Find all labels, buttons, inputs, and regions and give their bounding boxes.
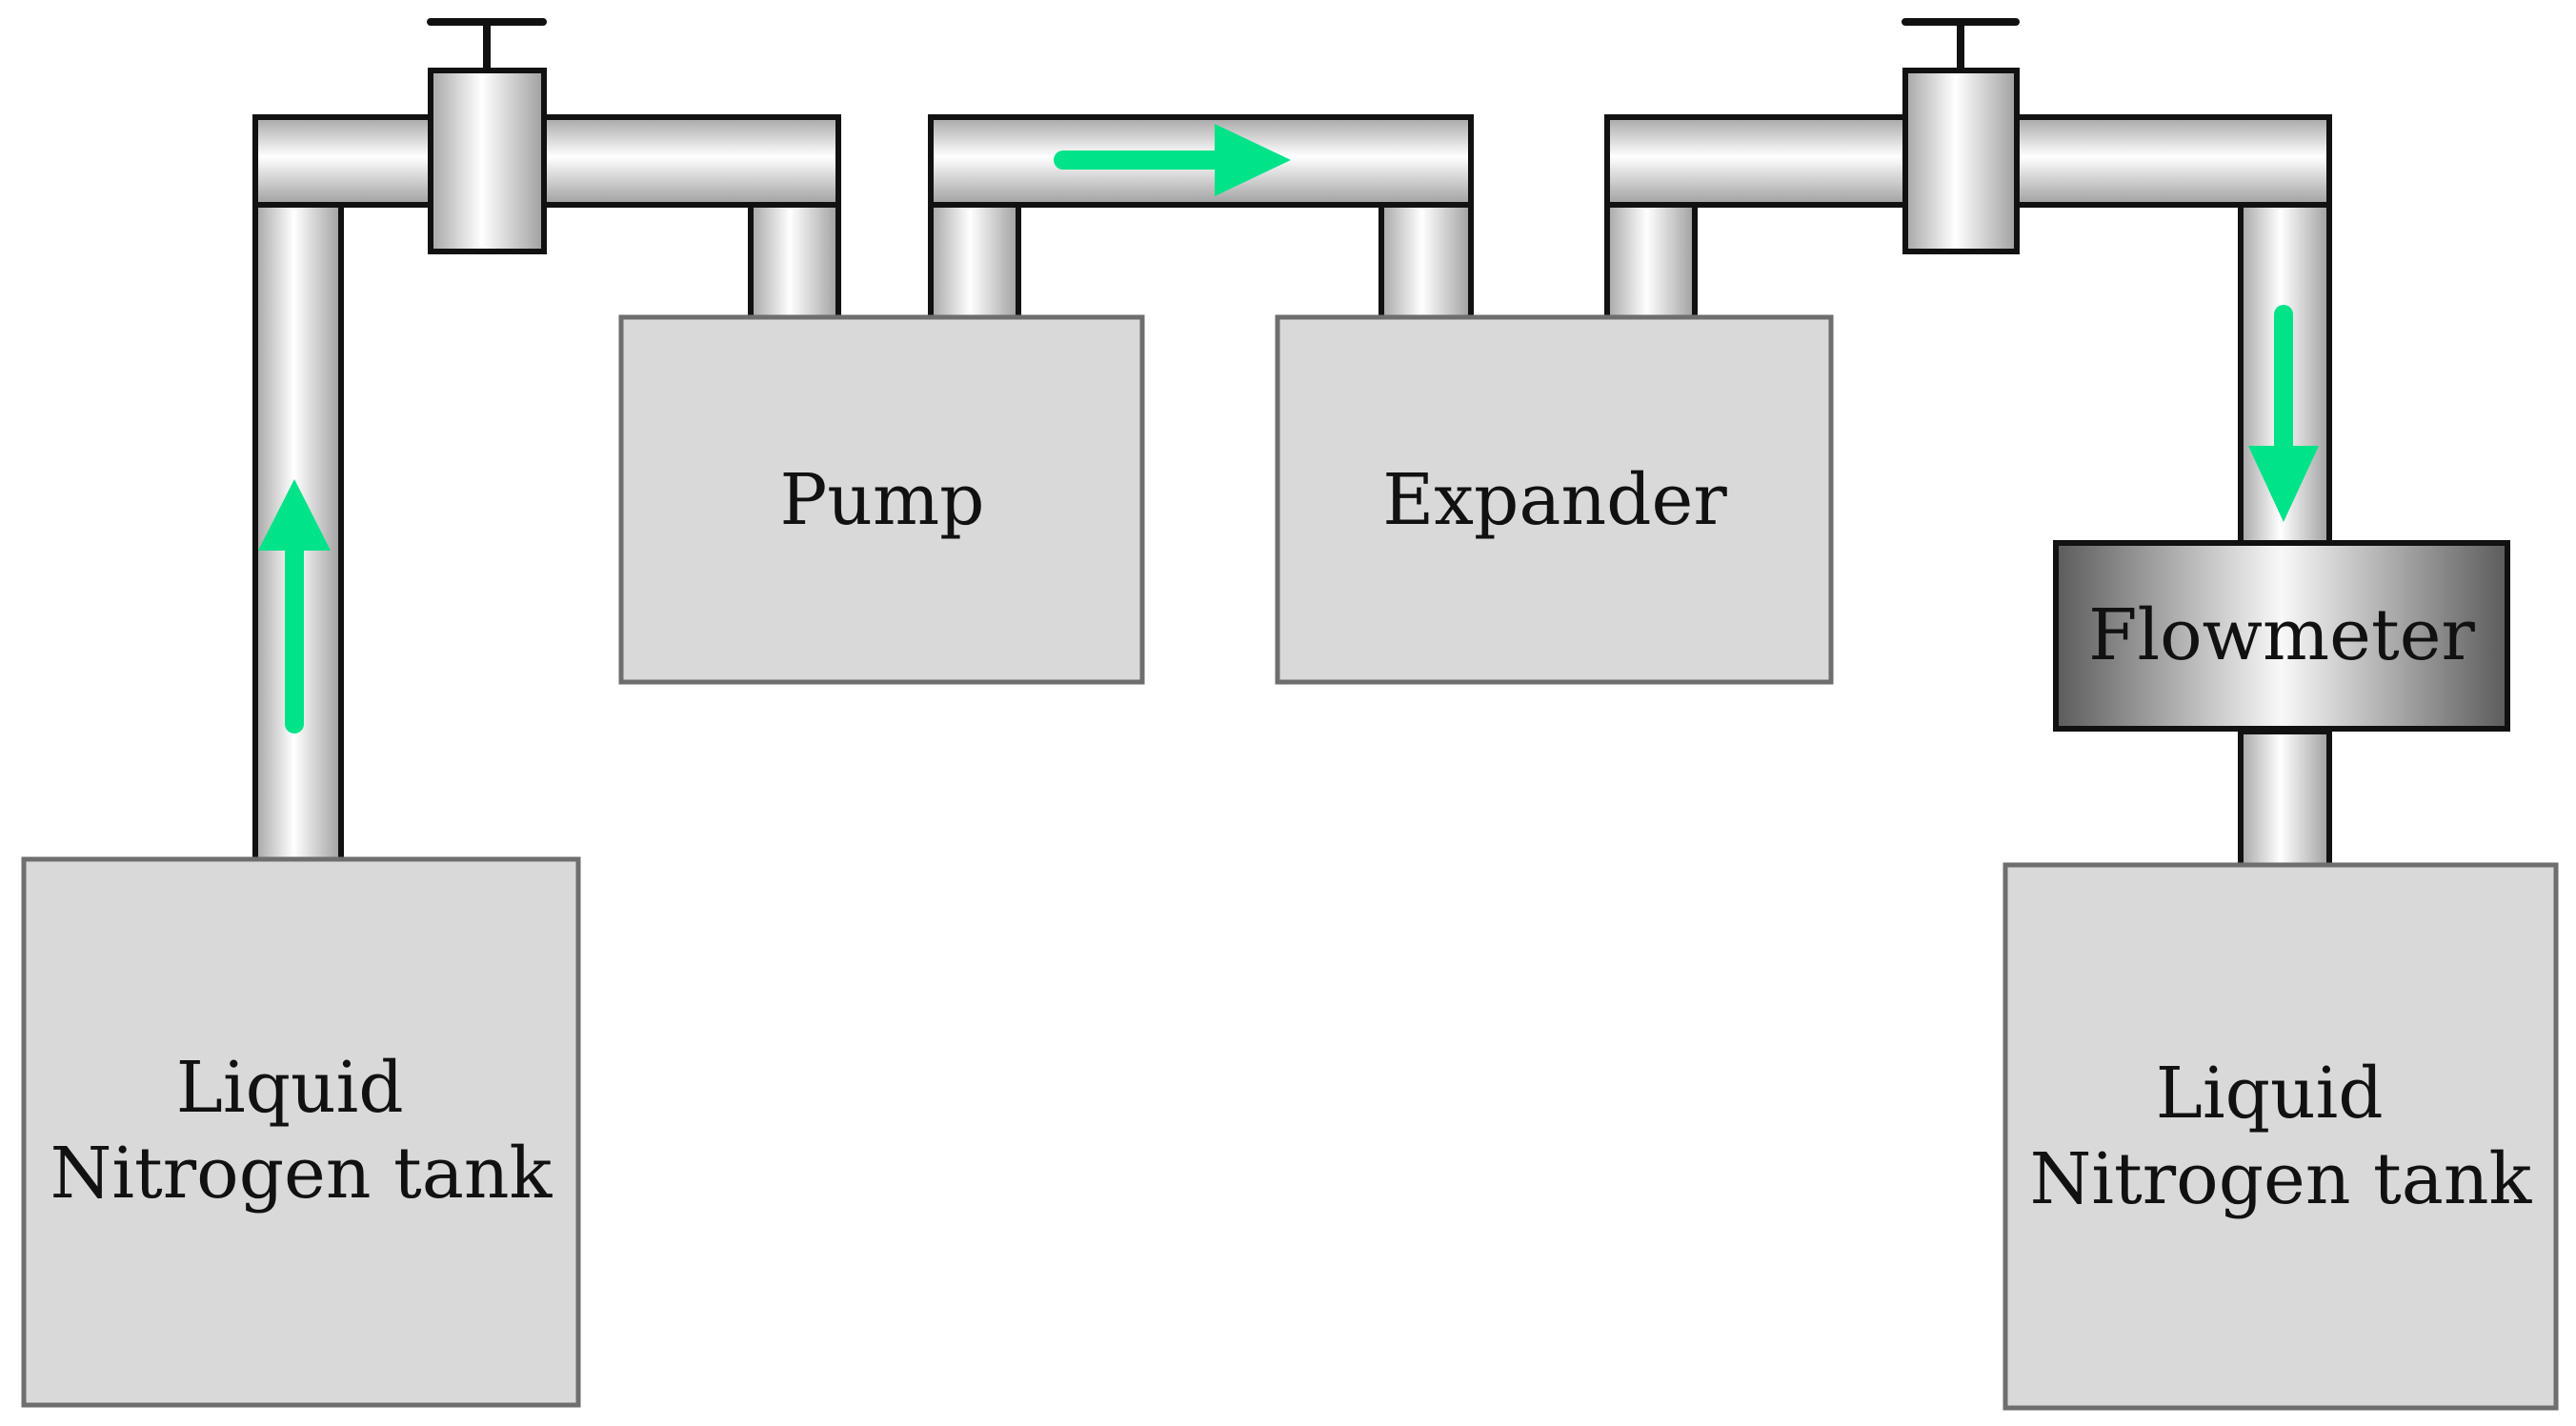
destination-tank-label-line2: Nitrogen tank: [2030, 1138, 2533, 1220]
flow-arrow-right-head: [1215, 124, 1291, 196]
flow-arrow-icon: [1054, 124, 1291, 196]
valve-left[interactable]: [427, 18, 547, 254]
source-tank-label-line1: Liquid: [176, 1047, 404, 1129]
flowmeter-label: Flowmeter: [2088, 594, 2475, 676]
flowmeter-box: [2053, 540, 2510, 732]
pump-label: Pump: [780, 459, 985, 541]
pipe-expander-inlet-drop: [1379, 202, 1474, 322]
pump-box: [618, 314, 1145, 685]
pipe-pump-outlet-riser: [928, 202, 1021, 322]
pipe-pump-inlet-drop: [748, 202, 841, 322]
destination-tank-box: [2002, 862, 2559, 1411]
destination-tank: Liquid Nitrogen tank: [2002, 862, 2559, 1411]
expander: Expander: [1275, 314, 1834, 685]
source-tank-box: [21, 856, 581, 1408]
flow-arrow-up-head: [258, 479, 331, 551]
expander-label: Expander: [1382, 459, 1727, 541]
expander-box: [1275, 314, 1834, 685]
flow-arrow-icon: [2248, 305, 2319, 522]
pump: Pump: [618, 314, 1145, 685]
flow-arrow-down-head: [2248, 446, 2319, 522]
flow-arrow-icon: [258, 479, 331, 733]
valve-right[interactable]: [1902, 18, 2020, 254]
svg-text:Liquid Nitrogen tank: Liquid Nitrogen tank: [50, 1047, 553, 1215]
source-tank: Liquid Nitrogen tank: [21, 856, 581, 1408]
destination-tank-label-line1: Liquid: [2156, 1053, 2384, 1135]
valve-icon: [428, 68, 547, 254]
pipe-destination-down-lower: [2238, 729, 2332, 870]
valve-icon: [1902, 68, 2020, 254]
flowmeter: Flowmeter: [2053, 540, 2510, 732]
svg-text:Liquid Nitrogen tank: Liquid Nitrogen tank: [2030, 1053, 2533, 1220]
source-tank-label-line2: Nitrogen tank: [50, 1133, 553, 1215]
pipe-expander-outlet-riser: [1604, 202, 1698, 322]
